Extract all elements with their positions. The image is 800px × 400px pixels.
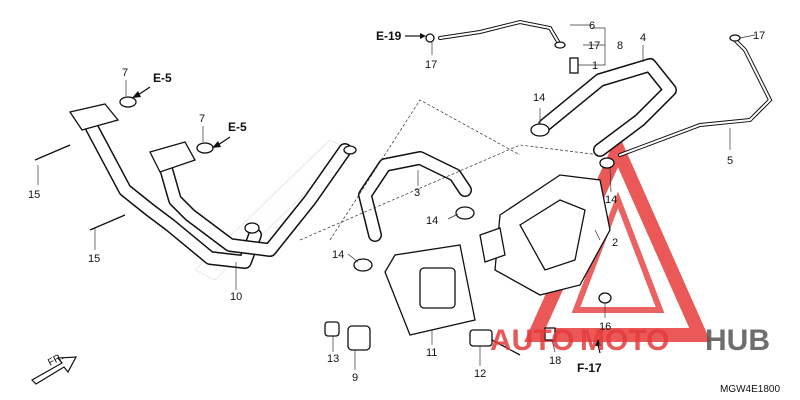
callout-5: 5: [727, 155, 733, 167]
clamp-14b: [455, 206, 475, 220]
hose-4: [538, 58, 677, 157]
seal-7a: [119, 96, 137, 108]
watermark-hub: HUB: [705, 324, 770, 357]
callout-14-left: 14: [332, 249, 344, 261]
callout-2: 2: [612, 237, 618, 249]
callout-6: 6: [589, 20, 595, 32]
callout-7-lower: 7: [199, 113, 205, 125]
joint-1: [569, 57, 579, 74]
callout-16: 16: [599, 321, 611, 333]
air-valve-2: [479, 174, 611, 296]
nut-18: [544, 327, 556, 341]
ref-e5-upper[interactable]: E-5: [153, 71, 172, 85]
clip-17b: [554, 41, 566, 49]
callout-12: 12: [474, 368, 486, 380]
bolt-15a: [34, 144, 71, 161]
callout-9: 9: [352, 372, 358, 384]
watermark-moto: MOTO: [580, 324, 669, 357]
ref-e5-lower[interactable]: E-5: [228, 120, 247, 134]
callout-18: 18: [549, 355, 561, 367]
hose-3: [358, 151, 472, 242]
bolt-12: [491, 339, 521, 356]
callout-10: 10: [230, 291, 242, 303]
clamp-14c: [353, 258, 373, 272]
ref-e19[interactable]: E-19: [376, 29, 402, 43]
collar-9: [347, 325, 371, 351]
small-parts: [34, 33, 741, 356]
callout-13: 13: [327, 353, 339, 365]
bracket-11: [384, 244, 476, 336]
callout-17-top: 17: [425, 59, 437, 71]
clamp-14a: [530, 123, 550, 137]
watermark-auto: AUTO: [490, 324, 574, 357]
callout-7-upper: 7: [122, 67, 128, 79]
hose-6: [438, 19, 562, 47]
diagram-code: MGW4E1800: [720, 384, 780, 395]
callout-14-mid: 14: [426, 215, 438, 227]
callout-17-mid: 17: [588, 40, 600, 52]
pipe-10: [68, 103, 357, 269]
grommet-13: [324, 321, 340, 337]
watermark-logo: AUTO MOTO HUB: [490, 324, 770, 357]
hose-5: [618, 38, 773, 157]
callout-4: 4: [640, 32, 646, 44]
callout-15-lower: 15: [88, 253, 100, 265]
clip-17a: [425, 33, 435, 43]
callout-3: 3: [414, 187, 420, 199]
reference-arrows: [31, 33, 602, 385]
clip-17c: [729, 34, 741, 42]
callout-17-right: 17: [753, 30, 765, 42]
callout-1: 1: [592, 60, 598, 72]
callout-14-right: 14: [605, 194, 617, 206]
bolt-15b: [89, 214, 126, 231]
clamp-14d: [599, 157, 615, 169]
callout-14-top: 14: [533, 92, 545, 104]
front-arrow-icon: [31, 356, 78, 385]
leader-lines: [37, 24, 756, 370]
seal-7b: [196, 142, 214, 154]
callout-8: 8: [617, 40, 623, 52]
callout-11: 11: [426, 347, 437, 359]
nut-16: [598, 292, 612, 304]
ref-f17[interactable]: F-17: [577, 361, 602, 375]
callout-15-upper: 15: [28, 189, 40, 201]
collar-12: [469, 329, 493, 347]
